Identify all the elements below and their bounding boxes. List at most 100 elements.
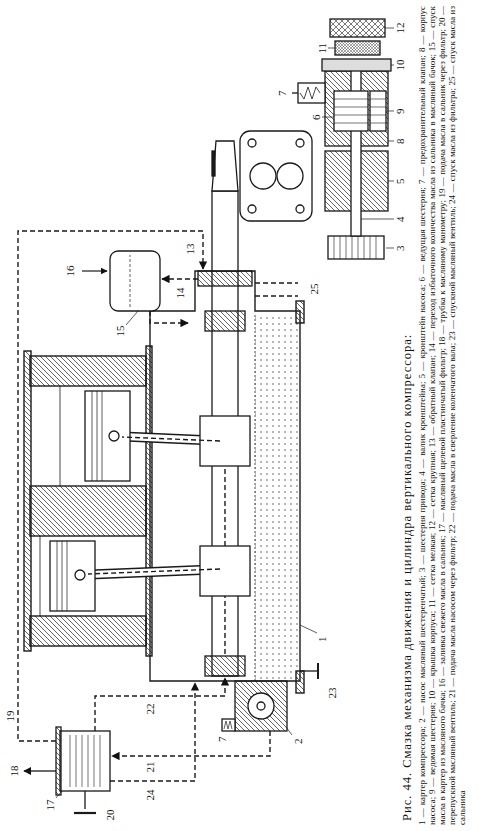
pump-detail <box>292 92 298 93</box>
oil-line <box>224 466 225 654</box>
crankcase <box>146 271 304 693</box>
leader-line <box>126 311 138 325</box>
pump-detail <box>335 41 380 55</box>
callout-number: 22 <box>145 703 156 716</box>
leader-line <box>286 727 292 735</box>
leader-line <box>55 791 62 799</box>
pump-detail <box>328 236 384 259</box>
callout-number: 12 <box>395 22 406 35</box>
oil-line <box>255 283 298 296</box>
pump-detail <box>300 87 320 99</box>
piston <box>50 391 130 611</box>
oil-pump <box>300 670 318 671</box>
callout-number: 16 <box>65 265 76 278</box>
figure-caption: Рис. 44. Смазка механизма движения и цил… <box>401 334 415 821</box>
oil-line <box>162 278 198 279</box>
oil-pump <box>222 663 318 731</box>
callout-number: 3 <box>395 245 406 253</box>
pump-detail <box>248 139 256 147</box>
callout-number: 9 <box>395 108 406 116</box>
callout-number: 18 <box>9 765 20 778</box>
oil-filter <box>74 812 96 814</box>
pump-detail <box>296 205 304 213</box>
oil-pump <box>257 702 265 710</box>
callout-number: 2 <box>293 738 304 746</box>
piston <box>85 391 130 481</box>
oil-line <box>18 231 298 781</box>
oil-tank <box>82 251 160 311</box>
crankcase <box>150 271 300 681</box>
cylinder-block <box>24 351 146 651</box>
pump-detail <box>277 163 303 189</box>
crankshaft <box>198 141 252 676</box>
callout-number: 10 <box>395 59 406 72</box>
oil-pump <box>235 681 287 731</box>
oil-line <box>18 231 203 741</box>
pump-detail <box>250 163 276 189</box>
pump-detail <box>298 83 325 103</box>
callout-number: 1 <box>317 636 328 644</box>
oil-pump <box>222 719 235 731</box>
crankcase <box>296 671 304 693</box>
crankshaft <box>205 656 245 676</box>
cylinder-block <box>30 616 146 646</box>
parts-list: 1 — картер компрессора; 2 — насос маслян… <box>417 6 467 825</box>
crankcase <box>296 301 304 323</box>
crankcase <box>255 313 298 679</box>
callout-number: 20 <box>105 809 116 822</box>
callout-number: 13 <box>185 243 196 256</box>
oil-tank <box>110 251 160 311</box>
cylinder-block <box>30 486 146 536</box>
callout-number: 4 <box>395 216 406 224</box>
oil-filter <box>60 731 110 791</box>
crankshaft <box>212 271 238 676</box>
oil-tank <box>130 255 131 307</box>
pump-detail <box>296 139 304 147</box>
pump-detail <box>370 91 386 131</box>
oil-pump <box>248 693 274 719</box>
callout-number: 24 <box>145 789 156 802</box>
callout-number: 23 <box>327 687 338 700</box>
pump-detail <box>330 19 385 37</box>
cylinder-block <box>30 356 146 386</box>
crankcase <box>146 346 152 656</box>
callout-number: 6 <box>311 114 322 122</box>
pump-detail <box>351 61 361 236</box>
oil-line <box>110 683 195 781</box>
oil-filter <box>70 735 100 787</box>
pump-detail <box>240 19 391 259</box>
piston <box>57 541 67 611</box>
pump-detail <box>334 236 376 259</box>
crankshaft <box>205 311 245 331</box>
crankcase <box>255 313 256 681</box>
piston <box>50 541 95 611</box>
oil-line <box>150 311 188 323</box>
callout-number: 15 <box>115 325 126 338</box>
callout-number: 8 <box>395 138 406 146</box>
callout-number: 11 <box>317 42 328 55</box>
callout-number: 7 <box>217 736 228 744</box>
piston <box>75 570 85 580</box>
crankshaft <box>212 191 238 271</box>
crankshaft <box>212 141 238 191</box>
pump-detail <box>334 91 368 131</box>
oil-filter <box>24 770 56 771</box>
oil-line <box>88 437 220 574</box>
oil-filter <box>56 727 61 795</box>
piston <box>109 431 119 441</box>
oil-line <box>112 731 270 756</box>
oil-tank <box>82 270 107 271</box>
callout-number: 5 <box>395 178 406 186</box>
oil-line <box>95 678 225 731</box>
callout-number: 7 <box>277 90 288 98</box>
pump-detail <box>240 131 312 221</box>
callout-number: 17 <box>45 799 56 812</box>
crankshaft <box>198 271 252 286</box>
oil-pump <box>224 721 232 729</box>
callout-number: 25 <box>309 283 320 296</box>
cylinder-block <box>24 351 31 651</box>
pump-detail <box>334 99 386 123</box>
oil-pump <box>317 663 319 679</box>
oil-filter <box>24 727 110 813</box>
